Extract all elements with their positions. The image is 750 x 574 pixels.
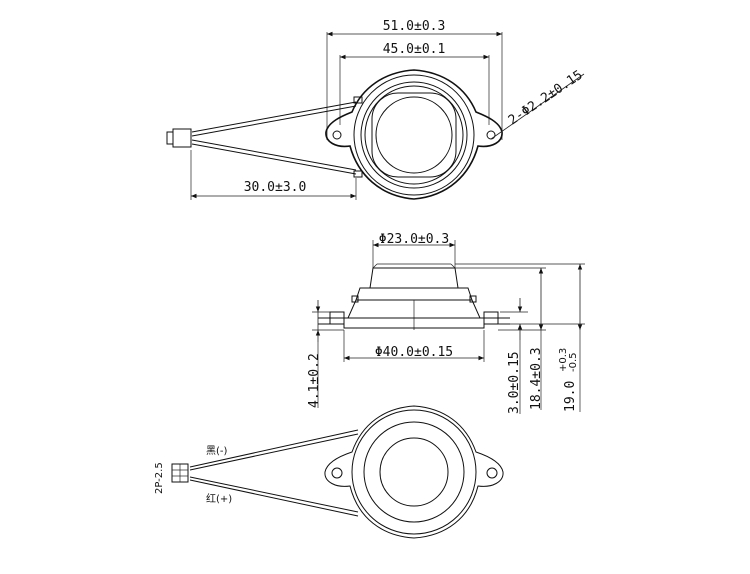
cone-rim — [371, 92, 457, 178]
bottom-flange — [324, 405, 504, 539]
connector-top — [172, 128, 192, 148]
magnet — [369, 267, 459, 289]
mount-hole-right — [486, 130, 496, 140]
bottom-wire-d — [189, 479, 359, 517]
flange-outline — [325, 69, 503, 200]
surround-outer — [360, 81, 468, 189]
bottom-wire-a — [189, 429, 359, 468]
hole-leader — [490, 73, 585, 140]
wire-bot-b — [191, 143, 357, 175]
dim-total-height: 19.0 — [563, 381, 578, 412]
connector-pitch: 2P-2.5 — [154, 462, 165, 494]
wire-top-a — [191, 101, 357, 133]
dust-cap — [375, 96, 453, 174]
wire-top-b — [191, 105, 357, 137]
bottom-mid-ring — [363, 421, 465, 523]
bottom-magnet — [379, 437, 449, 507]
dim-total-tol-upper: +0.3 — [558, 348, 569, 372]
dim-flange-height: 4.1±0.2 — [307, 353, 322, 408]
bottom-view: 2P-2.5 黑(-) 红(+) — [154, 405, 504, 539]
frame-ring — [353, 74, 475, 196]
dim-body-height: 18.4±0.3 — [529, 347, 544, 410]
bottom-outer-ring — [351, 409, 477, 535]
side-view: Φ23.0±0.3 Φ40.0±0.15 — [307, 232, 585, 414]
wire-red-label: 红(+) — [206, 492, 232, 505]
mount-hole-left — [332, 130, 342, 140]
dim-mount-span: 45.0±0.1 — [383, 42, 446, 57]
bottom-hole-left — [331, 467, 343, 479]
wire-black-label: 黑(-) — [206, 445, 228, 457]
top-view: 51.0±0.3 45.0±0.1 2-Φ2.2±0.15 30. — [166, 19, 586, 200]
bottom-hole-right — [486, 467, 498, 479]
basket-upper — [355, 287, 473, 301]
dim-hole: 2-Φ2.2±0.15 — [506, 68, 586, 129]
connector-top-latch — [166, 131, 174, 145]
terminal-tab-top — [353, 96, 363, 104]
dim-total-tol-lower: -0.5 — [568, 352, 579, 372]
dim-cone-depth: 3.0±0.15 — [507, 351, 522, 414]
wire-bot-a — [191, 139, 357, 171]
bottom-wire-b — [189, 433, 359, 471]
dim-frame-diameter: Φ40.0±0.15 — [375, 345, 453, 360]
surround-inner — [364, 85, 464, 185]
dim-lead-length: 30.0±3.0 — [244, 180, 307, 195]
dim-outer-width: 51.0±0.3 — [383, 19, 446, 34]
dim-magnet-diameter: Φ23.0±0.3 — [379, 232, 449, 247]
bottom-wire-c — [189, 476, 359, 513]
